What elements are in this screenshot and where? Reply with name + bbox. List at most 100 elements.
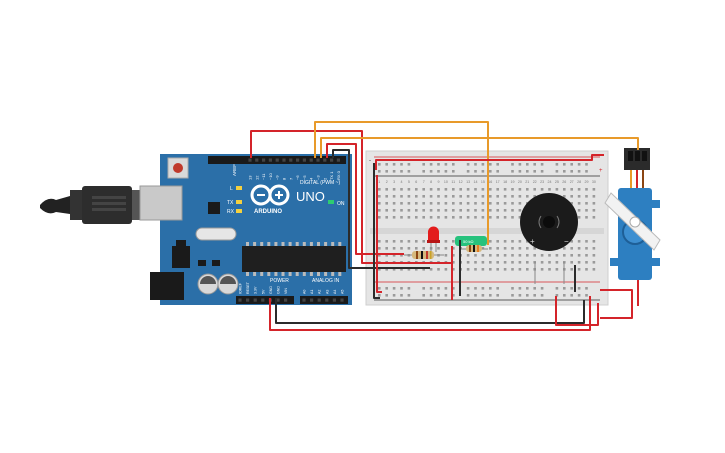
breadboard-column-label: 6 (415, 180, 417, 184)
power-pin-hole[interactable] (246, 298, 250, 302)
breadboard-column-label: 30 (592, 180, 596, 184)
usb-chip (208, 202, 220, 214)
breadboard-column-label: 19 (511, 180, 515, 184)
digital-pin-hole[interactable] (336, 158, 340, 162)
digital-pin-hole[interactable] (296, 158, 300, 162)
breadboard-column-label: 27 (570, 180, 574, 184)
power-pin-hole[interactable] (238, 298, 242, 302)
digital-pin-hole[interactable] (309, 158, 313, 162)
breadboard-column-label: 10 (444, 180, 448, 184)
atmega-chip (242, 246, 346, 272)
wire-red-top-rail (375, 154, 604, 170)
digital-pin-hole[interactable] (289, 158, 293, 162)
power-pin-label: GND (277, 286, 281, 294)
analog-label: ANALOG IN (312, 278, 340, 284)
digital-pin-label: 2 (322, 177, 327, 180)
analog-pin-label: A3 (325, 290, 329, 294)
reset-button-cap[interactable] (173, 163, 183, 173)
digital-pin-label: ~9 (275, 175, 280, 180)
analog-pin-hole[interactable] (332, 298, 336, 302)
analog-pin-label: A0 (303, 290, 307, 294)
rail-minus-label: - (369, 158, 371, 164)
breadboard-column-label: 9 (438, 180, 440, 184)
breadboard-column-label: 26 (562, 180, 566, 184)
resistor-module[interactable] (460, 245, 488, 252)
on-label: ON (337, 201, 345, 207)
piezo-buzzer[interactable]: + − (520, 193, 578, 284)
rail-plus-label: + (599, 168, 603, 174)
breadboard-column-label: 2 (386, 180, 388, 184)
breadboard-column-label: 12 (459, 180, 463, 184)
breadboard-column-label: 21 (525, 180, 529, 184)
wire-red-rail-link (555, 296, 599, 326)
breadboard-column-label: 25 (555, 180, 559, 184)
breadboard-column-label: 28 (577, 180, 581, 184)
buzzer-minus-label: − (564, 237, 569, 246)
digital-pin-label: ~11 (261, 173, 266, 180)
breadboard-holes (378, 163, 596, 297)
power-jack (150, 272, 184, 300)
breadboard-column-label: 16 (488, 180, 492, 184)
power-pin-hole[interactable] (284, 298, 288, 302)
digital-pin-hole[interactable] (268, 158, 272, 162)
analog-pin-label: A4 (333, 290, 337, 294)
led-l (236, 186, 242, 190)
wire-red-led (326, 143, 404, 255)
analog-pin-hole[interactable] (302, 298, 306, 302)
analog-pin-hole[interactable] (317, 298, 321, 302)
led-rx (236, 209, 242, 213)
analog-header (300, 296, 348, 304)
digital-pin-label: 7 (288, 177, 293, 180)
power-pin-hole[interactable] (276, 298, 280, 302)
digital-pin-label: ~5 (302, 175, 307, 180)
digital-pin-label: 4 (309, 177, 314, 180)
digital-pin-hole[interactable] (330, 158, 334, 162)
digital-pin-hole[interactable] (282, 158, 286, 162)
power-pin-hole[interactable] (261, 298, 265, 302)
analog-pin-hole[interactable] (310, 298, 314, 302)
red-led[interactable] (427, 226, 440, 252)
led-tx-label: TX (227, 200, 234, 206)
digital-pin-holes (248, 158, 340, 162)
power-header (236, 296, 294, 304)
digital-pin-hole[interactable] (316, 158, 320, 162)
power-label: POWER (270, 278, 289, 284)
power-pin-label: 3.3V (254, 286, 258, 294)
breadboard-column-label: 3 (393, 180, 395, 184)
breadboard-column-label: 23 (540, 180, 544, 184)
digital-pin-hole[interactable] (323, 158, 327, 162)
breadboard-column-label: 1 (378, 180, 380, 184)
led-l-label: L (230, 186, 233, 192)
digital-pin-hole[interactable] (248, 158, 252, 162)
resistor-led[interactable] (404, 251, 444, 259)
wire-red-left-rail (376, 175, 382, 293)
servo-motor[interactable] (604, 148, 661, 280)
digital-pin-label: 8 (282, 177, 287, 180)
power-pin-label: IOREF (239, 282, 243, 294)
breadboard-column-label: 22 (533, 180, 537, 184)
breadboard-column-label: 20 (518, 180, 522, 184)
power-pin-hole[interactable] (253, 298, 257, 302)
green-sensor-module[interactable]: 50 kΩ (455, 236, 487, 246)
breadboard-column-label: 11 (451, 180, 455, 184)
digital-pin-label: TX 1 (329, 171, 334, 180)
digital-pin-label: 12 (254, 175, 259, 180)
wire-orange-module (314, 121, 489, 245)
breadboard-column-label: 24 (548, 180, 552, 184)
digital-pin-hole[interactable] (255, 158, 259, 162)
breadboard-column-label: 13 (466, 180, 470, 184)
digital-pin-hole[interactable] (262, 158, 266, 162)
power-pin-label: GND (269, 286, 273, 294)
breadboard-column-label: 17 (496, 180, 500, 184)
digital-pin-hole[interactable] (302, 158, 306, 162)
digital-pin-label: ~6 (295, 175, 300, 180)
wire-red-power (269, 296, 591, 331)
wire-orange-servo (320, 137, 639, 158)
analog-pin-label: A1 (310, 290, 314, 294)
analog-pin-hole[interactable] (340, 298, 344, 302)
digital-pin-hole[interactable] (275, 158, 279, 162)
analog-pin-hole[interactable] (325, 298, 329, 302)
